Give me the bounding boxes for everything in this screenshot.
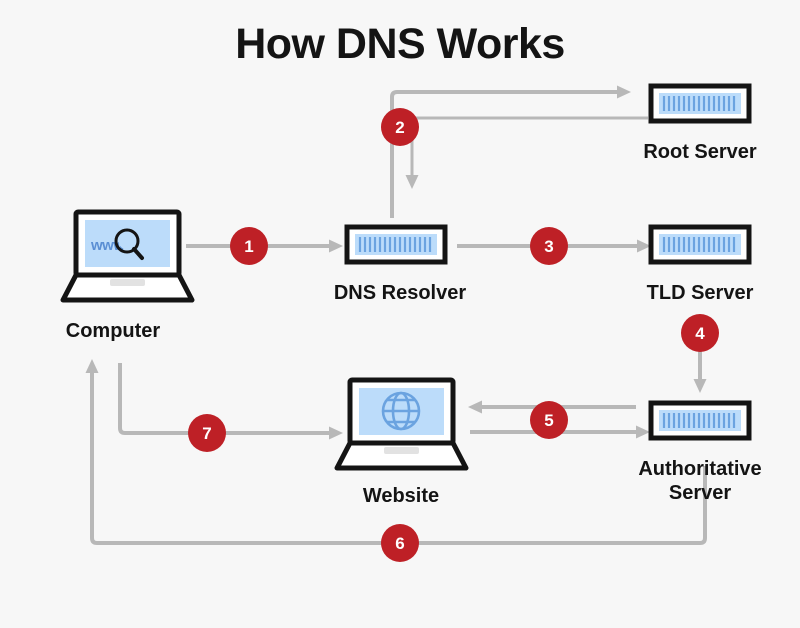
- node-label-website: Website: [363, 485, 439, 507]
- node-website[interactable]: Website: [334, 377, 469, 507]
- laptop-search-icon: www: [60, 209, 195, 303]
- arrow-step-7: [118, 363, 343, 440]
- node-label-tld-server: TLD Server: [647, 282, 754, 304]
- step-badge-7-number: 7: [202, 424, 211, 443]
- laptop-globe-icon: [334, 377, 469, 471]
- server-rack-icon: [648, 400, 752, 441]
- node-label-authoritative-server-line1: Authoritative: [638, 458, 761, 480]
- step-badges: 1 2 3 4 5 6: [188, 108, 719, 562]
- connectors: [85, 85, 707, 545]
- node-label-authoritative-server-line2: Server: [669, 482, 731, 504]
- node-label-computer: Computer: [66, 320, 161, 342]
- step-badge-4-number: 4: [695, 324, 705, 343]
- step-badge-4[interactable]: 4: [681, 314, 719, 352]
- step-badge-3[interactable]: 3: [530, 227, 568, 265]
- node-tld-server[interactable]: TLD Server: [647, 224, 754, 304]
- step-badge-5-number: 5: [544, 411, 553, 430]
- step-badge-2[interactable]: 2: [381, 108, 419, 146]
- arrow-step-2-response: [405, 116, 648, 189]
- page-title: How DNS Works: [235, 20, 565, 68]
- step-badge-2-number: 2: [395, 118, 404, 137]
- step-badge-3-number: 3: [544, 237, 553, 256]
- node-computer[interactable]: www Computer: [60, 209, 195, 342]
- node-authoritative-server[interactable]: Authoritative Server: [638, 400, 762, 504]
- arrow-step-2-request: [390, 85, 631, 218]
- node-root-server[interactable]: Root Server: [643, 83, 757, 163]
- server-rack-icon: [648, 224, 752, 265]
- node-dns-resolver[interactable]: DNS Resolver: [334, 224, 466, 304]
- node-label-root-server: Root Server: [643, 141, 757, 163]
- step-badge-1-number: 1: [244, 237, 253, 256]
- globe-icon: [381, 391, 421, 431]
- node-label-dns-resolver: DNS Resolver: [334, 282, 466, 304]
- step-badge-6[interactable]: 6: [381, 524, 419, 562]
- step-badge-1[interactable]: 1: [230, 227, 268, 265]
- server-rack-icon: [648, 83, 752, 124]
- step-badge-7[interactable]: 7: [188, 414, 226, 452]
- server-rack-icon: [344, 224, 448, 265]
- magnifier-icon: [114, 228, 144, 260]
- step-badge-5[interactable]: 5: [530, 401, 568, 439]
- step-badge-6-number: 6: [395, 534, 404, 553]
